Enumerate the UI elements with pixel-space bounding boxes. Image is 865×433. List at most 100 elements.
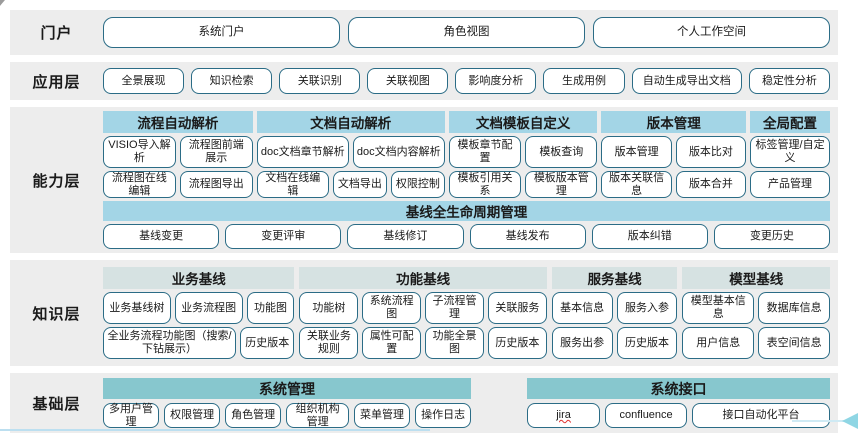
knowledge-button[interactable]: 系统流程图	[362, 292, 422, 324]
group-header: 系统接口	[527, 378, 830, 399]
foundation-button[interactable]: 多用户管理	[103, 403, 160, 428]
baseline-button[interactable]: 变更历史	[713, 224, 831, 249]
knowledge-group-service: 服务基线 基本信息 服务入参 服务出参 历史版本	[551, 267, 678, 359]
knowledge-group-business: 业务基线 业务基线树 业务流程图 功能图 全业务流程功能图（搜索/下钻展示） 历…	[103, 267, 295, 359]
knowledge-button[interactable]: 功能图	[246, 292, 295, 324]
foundation-button-confluence[interactable]: confluence	[605, 403, 688, 428]
knowledge-button[interactable]: 数据库信息	[758, 292, 830, 324]
group-header: 全局配置	[750, 111, 830, 133]
knowledge-group-model: 模型基线 模型基本信息 数据库信息 用户信息 表空间信息	[682, 267, 830, 359]
capability-button[interactable]: 流程图导出	[179, 171, 253, 198]
capability-button[interactable]: 模板章节配置	[448, 136, 522, 168]
app-button[interactable]: 影响度分析	[455, 68, 537, 94]
knowledge-button[interactable]: 属性可配置	[362, 327, 422, 359]
knowledge-button[interactable]: 功能树	[299, 292, 359, 324]
foundation-button[interactable]: 操作日志	[415, 403, 472, 428]
portal-button[interactable]: 系统门户	[103, 17, 340, 48]
knowledge-button[interactable]: 服务出参	[551, 327, 613, 359]
capability-button[interactable]: 版本关联信息	[601, 171, 672, 198]
capability-group-document: 文档自动解析 doc文档章节解析 doc文档内容解析 文档在线编辑 文档导出 权…	[256, 111, 445, 198]
app-button[interactable]: 知识检索	[191, 68, 273, 94]
knowledge-button[interactable]: 关联服务	[487, 292, 547, 324]
knowledge-button[interactable]: 业务流程图	[174, 292, 243, 324]
foundation-button[interactable]: 菜单管理	[353, 403, 411, 428]
knowledge-button[interactable]: 模型基本信息	[682, 292, 755, 324]
jira-label: jira	[556, 409, 571, 422]
foundation-button[interactable]: 组织机构管理	[286, 403, 349, 428]
capability-button[interactable]: 标签管理/自定义	[750, 136, 830, 168]
baseline-button[interactable]: 基线变更	[103, 224, 220, 249]
knowledge-button[interactable]: 关联业务规则	[299, 327, 359, 359]
foundation-button[interactable]: 权限管理	[164, 403, 221, 428]
knowledge-button[interactable]: 子流程管理	[425, 292, 484, 324]
foundation-button-jira[interactable]: jira	[527, 403, 601, 428]
layer-label: 基础层	[32, 395, 81, 413]
capability-group-version: 版本管理 版本管理 版本比对 版本关联信息 版本合并	[601, 111, 747, 198]
group-header: 功能基线	[299, 267, 547, 289]
knowledge-button[interactable]: 历史版本	[240, 327, 295, 359]
knowledge-button[interactable]: 历史版本	[616, 327, 678, 359]
group-header: 模型基线	[682, 267, 830, 289]
group-header: 服务基线	[551, 267, 678, 289]
bottom-edge-line	[0, 429, 430, 431]
knowledge-button[interactable]: 历史版本	[487, 327, 547, 359]
baseline-button[interactable]: 基线发布	[469, 224, 586, 249]
capability-button[interactable]: 版本合并	[675, 171, 747, 198]
capability-button[interactable]: 模板版本管理	[525, 171, 598, 198]
portal-button[interactable]: 角色视图	[348, 17, 585, 48]
capability-button[interactable]: 版本比对	[675, 136, 747, 168]
foundation-button[interactable]: 角色管理	[225, 403, 282, 428]
knowledge-button[interactable]: 业务基线树	[103, 292, 171, 324]
app-button[interactable]: 自动生成导出文档	[631, 68, 742, 94]
app-button[interactable]: 全景展现	[103, 68, 185, 94]
baseline-button[interactable]: 变更评审	[225, 224, 342, 249]
knowledge-button[interactable]: 基本信息	[551, 292, 613, 324]
capability-button[interactable]: doc文档章节解析	[256, 136, 349, 168]
capability-button[interactable]: doc文档内容解析	[352, 136, 445, 168]
capability-group-process: 流程自动解析 VISIO导入解析 流程图前端展示 流程图在线编辑 流程图导出	[103, 111, 253, 198]
group-header: 流程自动解析	[103, 111, 253, 133]
group-header: 文档自动解析	[256, 111, 445, 133]
arrow-left-icon	[842, 413, 858, 429]
knowledge-button[interactable]: 服务入参	[616, 292, 678, 324]
layer-portal: 门户 系统门户 角色视图 个人工作空间	[10, 10, 838, 55]
capability-group-global: 全局配置 标签管理/自定义 产品管理	[750, 111, 830, 198]
layer-knowledge: 知识层 业务基线 业务基线树 业务流程图 功能图 全业务流程功能图（搜索/下钻展…	[10, 260, 838, 366]
baseline-button[interactable]: 版本纠错	[591, 224, 708, 249]
app-button[interactable]: 关联视图	[367, 68, 449, 94]
capability-button[interactable]: 版本管理	[601, 136, 672, 168]
capability-button[interactable]: 权限控制	[390, 171, 445, 198]
knowledge-button[interactable]: 全业务流程功能图（搜索/下钻展示）	[103, 327, 237, 359]
app-button[interactable]: 稳定性分析	[748, 68, 830, 94]
group-header: 系统管理	[103, 378, 472, 399]
knowledge-button[interactable]: 用户信息	[682, 327, 755, 359]
capability-button[interactable]: 流程图在线编辑	[103, 171, 176, 198]
knowledge-button[interactable]: 表空间信息	[758, 327, 830, 359]
layer-label: 应用层	[32, 73, 81, 91]
layer-foundation: 基础层 系统管理 多用户管理 权限管理 角色管理 组织机构管理 菜单管理 操作日…	[10, 373, 838, 433]
foundation-button[interactable]: 接口自动化平台	[692, 403, 830, 428]
capability-button[interactable]: 模板查询	[525, 136, 598, 168]
baseline-button[interactable]: 基线修订	[347, 224, 464, 249]
capability-group-template: 文档模板自定义 模板章节配置 模板查询 模板引用关系 模板版本管理	[448, 111, 598, 198]
group-header: 业务基线	[103, 267, 295, 289]
app-button[interactable]: 生成用例	[543, 68, 625, 94]
app-button[interactable]: 关联识别	[279, 68, 361, 94]
foundation-group-system-mgmt: 系统管理 多用户管理 权限管理 角色管理 组织机构管理 菜单管理 操作日志	[103, 378, 472, 428]
knowledge-button[interactable]: 功能全景图	[425, 327, 484, 359]
layer-label: 门户	[40, 25, 73, 42]
layer-application: 应用层 全景展现 知识检索 关联识别 关联视图 影响度分析 生成用例 自动生成导…	[10, 62, 838, 100]
capability-button[interactable]: 流程图前端展示	[179, 136, 253, 168]
layer-capability: 能力层 流程自动解析 VISIO导入解析 流程图前端展示 流程图在线编辑 流程图…	[10, 107, 838, 253]
group-header: 文档模板自定义	[448, 111, 598, 133]
capability-button[interactable]: 产品管理	[750, 171, 830, 198]
capability-button[interactable]: 模板引用关系	[448, 171, 522, 198]
capability-button[interactable]: VISIO导入解析	[103, 136, 176, 168]
capability-button[interactable]: 文档在线编辑	[256, 171, 329, 198]
arrow-line-decoration	[792, 420, 848, 422]
capability-button[interactable]: 文档导出	[332, 171, 387, 198]
layer-label: 知识层	[32, 305, 81, 323]
portal-button[interactable]: 个人工作空间	[593, 17, 830, 48]
knowledge-group-function: 功能基线 功能树 系统流程图 子流程管理 关联服务 关联业务规则 属性可配置 功…	[299, 267, 547, 359]
